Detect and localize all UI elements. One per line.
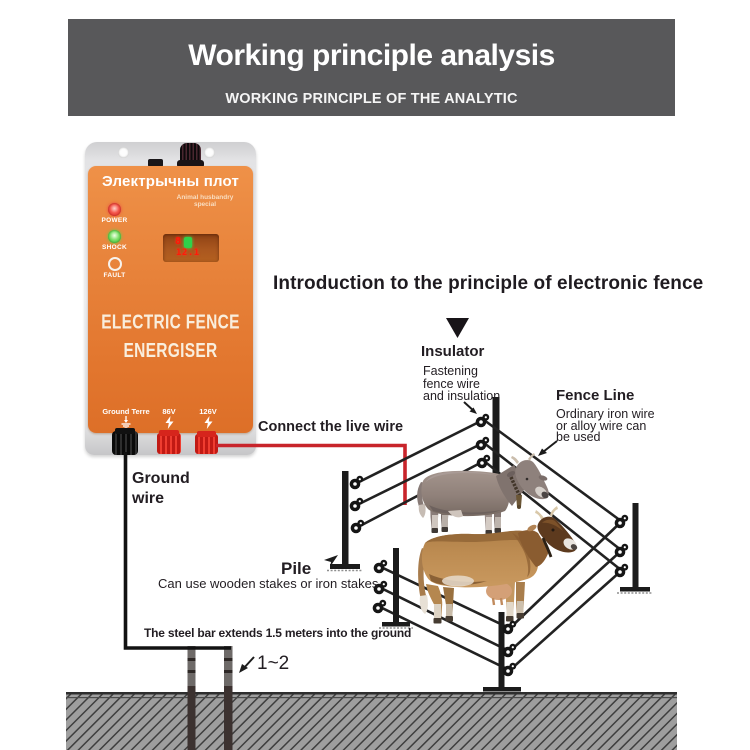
ground-wire (123, 452, 231, 650)
insulator-icon (502, 662, 517, 677)
gray-cow-head (496, 453, 549, 509)
screw-hole-icon (204, 147, 215, 158)
depth-label: 1~2 (257, 653, 290, 674)
ground-rod (224, 646, 233, 750)
insulator-icon (502, 620, 517, 635)
screw-hole-icon (118, 147, 129, 158)
fence-wires-lower-front (379, 570, 622, 672)
lightning-icon (178, 416, 238, 434)
fence-post-left (327, 471, 363, 572)
pointer-triangle-icon (446, 318, 469, 338)
ground-wire-label: Ground wire (132, 469, 190, 508)
insulator-icon (350, 519, 365, 534)
device-brand: Электрычны плот (101, 173, 240, 190)
fence-posts (327, 471, 653, 692)
ground-wire-label-line1: Ground (132, 470, 190, 487)
display-reading: 12.1 (176, 248, 200, 258)
tagline-line2: special (193, 201, 217, 208)
annotation-arrows (239, 401, 558, 673)
insulator-icon (476, 454, 491, 469)
banner-title: Working principle analysis (188, 39, 555, 72)
126v-terminal-label: 126V (199, 407, 217, 416)
shock-led-label: SHOCK (102, 244, 127, 251)
pile-desc: Can use wooden stakes or iron stakes (158, 576, 379, 591)
gray-cow (417, 453, 549, 535)
display-green-indicator (184, 236, 192, 248)
power-button-icon (148, 159, 163, 167)
insulator-icon (614, 563, 629, 578)
lightning-icon (139, 416, 199, 434)
86v-terminal (157, 430, 181, 454)
insulator-icon (475, 436, 490, 451)
ground-terminal (112, 428, 138, 455)
86v-terminal-label: 86V (162, 407, 176, 416)
power-led-icon (108, 203, 121, 216)
126v-terminal (195, 431, 218, 454)
live-wire (216, 443, 407, 505)
insulator-icon (373, 559, 388, 574)
insulator-icon (475, 413, 490, 428)
tagline-line1: Animal husbandry (176, 194, 234, 201)
shock-led-icon (108, 230, 121, 243)
fence-line-arrow-icon (538, 440, 558, 456)
insulator-icon (349, 497, 364, 512)
fence-line-desc-line1: Ordinary iron wire (556, 407, 655, 421)
steel-bar-label: The steel bar extends 1.5 meters into th… (144, 626, 412, 640)
insulator-label: Insulator (421, 343, 485, 360)
insulator-icon (372, 599, 387, 614)
fence-line-desc-line3: be used (556, 430, 601, 444)
device-name: ELECTRIC FENCE ENERGISER (88, 309, 253, 366)
insulator-arrow-icon (463, 401, 477, 414)
fence-post-back (492, 397, 500, 477)
brown-cow-udder (486, 582, 512, 600)
insulator-icon (502, 643, 517, 658)
fault-led-icon (108, 257, 122, 271)
device-name-line1: ELECTRIC FENCE (101, 311, 240, 334)
ground-rods (187, 646, 233, 750)
insulator-icon (373, 580, 388, 595)
banner: Working principle analysis WORKING PRINC… (68, 19, 675, 116)
knob-base (177, 160, 204, 168)
ground-terminal-label: Ground Terre (102, 407, 150, 416)
pile-label: Pile (281, 559, 312, 578)
insulator-desc-line2: fence wire (423, 376, 480, 391)
display-digit: 8 (175, 236, 182, 247)
insulator-icon (349, 475, 364, 490)
pile-arrow-icon (324, 555, 338, 567)
fence-line-desc-line2: or alloy wire can (556, 418, 647, 433)
depth-arrow-icon (239, 656, 255, 673)
insulators (349, 413, 629, 677)
power-led-label: POWER (101, 217, 128, 224)
ground-wire-label-line2: wire (132, 489, 165, 507)
diagram-heading: Introduction to the principle of electro… (273, 273, 704, 294)
fence-post-front (483, 612, 521, 692)
device-name-line2: ENERGISER (123, 340, 218, 363)
fence-post-midleft (379, 548, 413, 629)
fault-led-label: FAULT (103, 272, 126, 279)
insulator-desc-line1: Fastening (423, 364, 478, 378)
ground-rod (187, 646, 196, 750)
connect-live-wire-label: Connect the live wire (258, 419, 404, 435)
insulator-icon (614, 514, 629, 529)
knob-icon (180, 143, 201, 165)
ground-band (66, 692, 677, 750)
insulator-desc-line3: and insulation (423, 389, 501, 403)
brown-cow-head (518, 506, 578, 567)
insulator-icon (614, 543, 629, 558)
fence-line-label: Fence Line (556, 387, 635, 404)
fence-post-right (617, 503, 653, 594)
banner-subtitle: WORKING PRINCIPLE OF THE ANALYTIC (225, 91, 518, 107)
voltage-display: 8 12.1 (163, 234, 219, 262)
brown-cow (418, 506, 578, 624)
